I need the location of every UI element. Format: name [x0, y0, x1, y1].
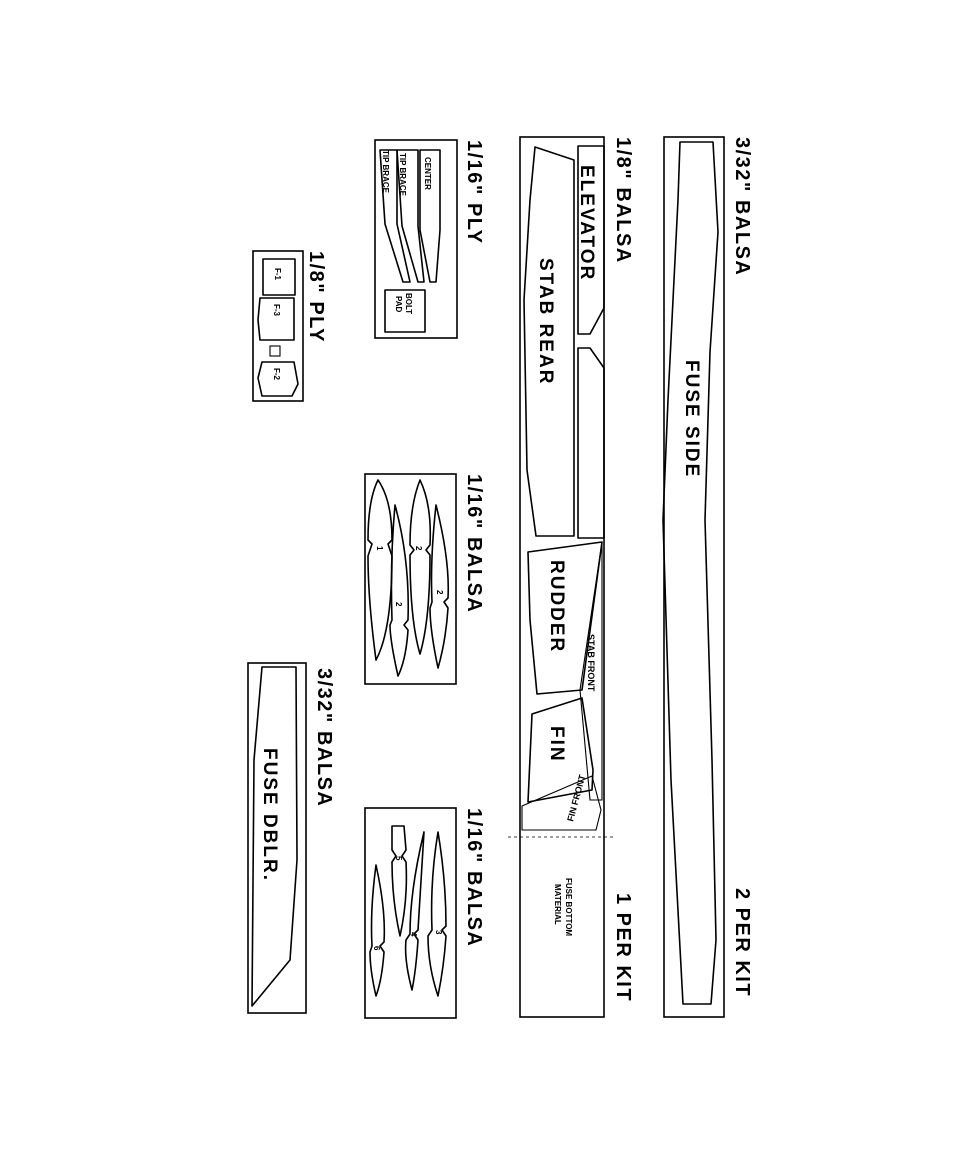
rib-1-part — [367, 479, 393, 661]
fuse-side-label: FUSE SIDE — [681, 360, 702, 478]
center-part — [419, 149, 441, 283]
stab-rear-part — [523, 146, 575, 537]
rudder-part — [527, 541, 603, 695]
rib-2c-part — [429, 504, 450, 669]
tip-brace-part-1 — [396, 149, 425, 283]
fin-label: FIN — [546, 726, 567, 763]
f3-hole — [269, 345, 281, 357]
fin-front-label-1: FIN FRONT — [565, 773, 587, 822]
elevator-part — [577, 145, 605, 335]
tail-sheet: 1/8" BALSA 1 PER KIT ELEVATOR STAB REAR … — [508, 136, 634, 1018]
ribs-a-sheet-outline — [364, 473, 457, 685]
rib-2a-label: 2 — [394, 602, 403, 607]
rib-4-part — [404, 831, 425, 991]
rib-4-label: 4 — [409, 932, 418, 937]
fin-front-part — [521, 775, 602, 831]
ply-116-sheet-outline — [374, 139, 458, 339]
f2-label: F-2 — [272, 368, 281, 381]
tip-brace-part-2 — [379, 149, 411, 283]
fuse-dblr-part — [251, 666, 298, 1007]
fuse-bottom-label-2: MATERIAL — [553, 884, 562, 925]
fuse-side-material-label: 3/32" BALSA — [731, 137, 753, 276]
fuse-side-quantity-label: 2 PER KIT — [731, 888, 753, 997]
ply-18-sheet-outline — [252, 250, 304, 402]
ribs-b-sheet-outline — [364, 807, 457, 1019]
bolt-pad-part — [384, 289, 426, 333]
f1-part — [262, 258, 296, 296]
tip-brace-label-2: TIP BRACE — [381, 150, 390, 194]
fuse-side-sheet: FUSE SIDE 3/32" BALSA 2 PER KIT — [662, 136, 753, 1018]
ply-116-sheet: 1/16" PLY CENTER TIP BRACE TIP BRACE BOL… — [374, 139, 485, 339]
elevator-label: ELEVATOR — [576, 165, 597, 281]
rib-5-part — [391, 825, 408, 937]
fuse-dblr-sheet-outline — [247, 662, 307, 1014]
rib-2b-part — [409, 479, 432, 655]
rib-2c-label: 2 — [435, 590, 444, 595]
fuse-dblr-label: FUSE DBLR. — [259, 748, 280, 882]
tail-sheet-outline — [519, 136, 605, 1018]
rib-5-label: 5 — [394, 856, 403, 861]
rib-3-label: 3 — [434, 930, 443, 935]
ply-116-material-label: 1/16" PLY — [463, 140, 485, 245]
stab-front-label: STAB FRONT — [586, 634, 596, 692]
ply-18-material-label: 1/8" PLY — [305, 251, 327, 343]
tail-material-label: 1/8" BALSA — [612, 137, 634, 264]
rib-6-part — [369, 864, 386, 997]
ribs-b-sheet: 1/16" BALSA 5 6 4 3 — [364, 807, 485, 1019]
ply-18-sheet: 1/8" PLY F-1 F-3 F-2 — [252, 250, 327, 402]
f2-part — [257, 361, 299, 397]
fuse-dblr-material-label: 3/32" BALSA — [313, 668, 335, 807]
fuse-bottom-label-1: FUSE BOTTOM — [564, 878, 573, 936]
ribs-b-material-label: 1/16" BALSA — [463, 808, 485, 947]
bolt-pad-label-1: BOLT — [404, 293, 413, 314]
rib-2a-part — [389, 504, 410, 677]
f1-label: F-1 — [273, 268, 282, 281]
bolt-pad-label-2: PAD — [394, 296, 403, 313]
f3-label: F-3 — [272, 304, 281, 317]
tail-quantity-label: 1 PER KIT — [612, 893, 634, 1002]
f3-part — [257, 297, 295, 341]
stab-rear-label: STAB REAR — [535, 258, 556, 385]
rib-6-label: 6 — [372, 946, 381, 951]
stab-front-part — [579, 541, 603, 801]
elevator-part-lower — [577, 347, 605, 539]
fuse-side-part — [662, 141, 719, 1005]
rib-1-label: 1 — [375, 546, 384, 551]
center-label: CENTER — [423, 157, 432, 190]
fuse-dblr-sheet: 3/32" BALSA FUSE DBLR. — [247, 662, 335, 1014]
rib-2b-label: 2 — [414, 546, 423, 551]
tip-brace-label-1: TIP BRACE — [398, 153, 407, 197]
rib-3-part — [427, 831, 447, 997]
ribs-a-material-label: 1/16" BALSA — [463, 474, 485, 613]
ribs-a-sheet: 1/16" BALSA 1 2 2 2 — [364, 473, 485, 685]
rudder-label: RUDDER — [546, 560, 567, 653]
